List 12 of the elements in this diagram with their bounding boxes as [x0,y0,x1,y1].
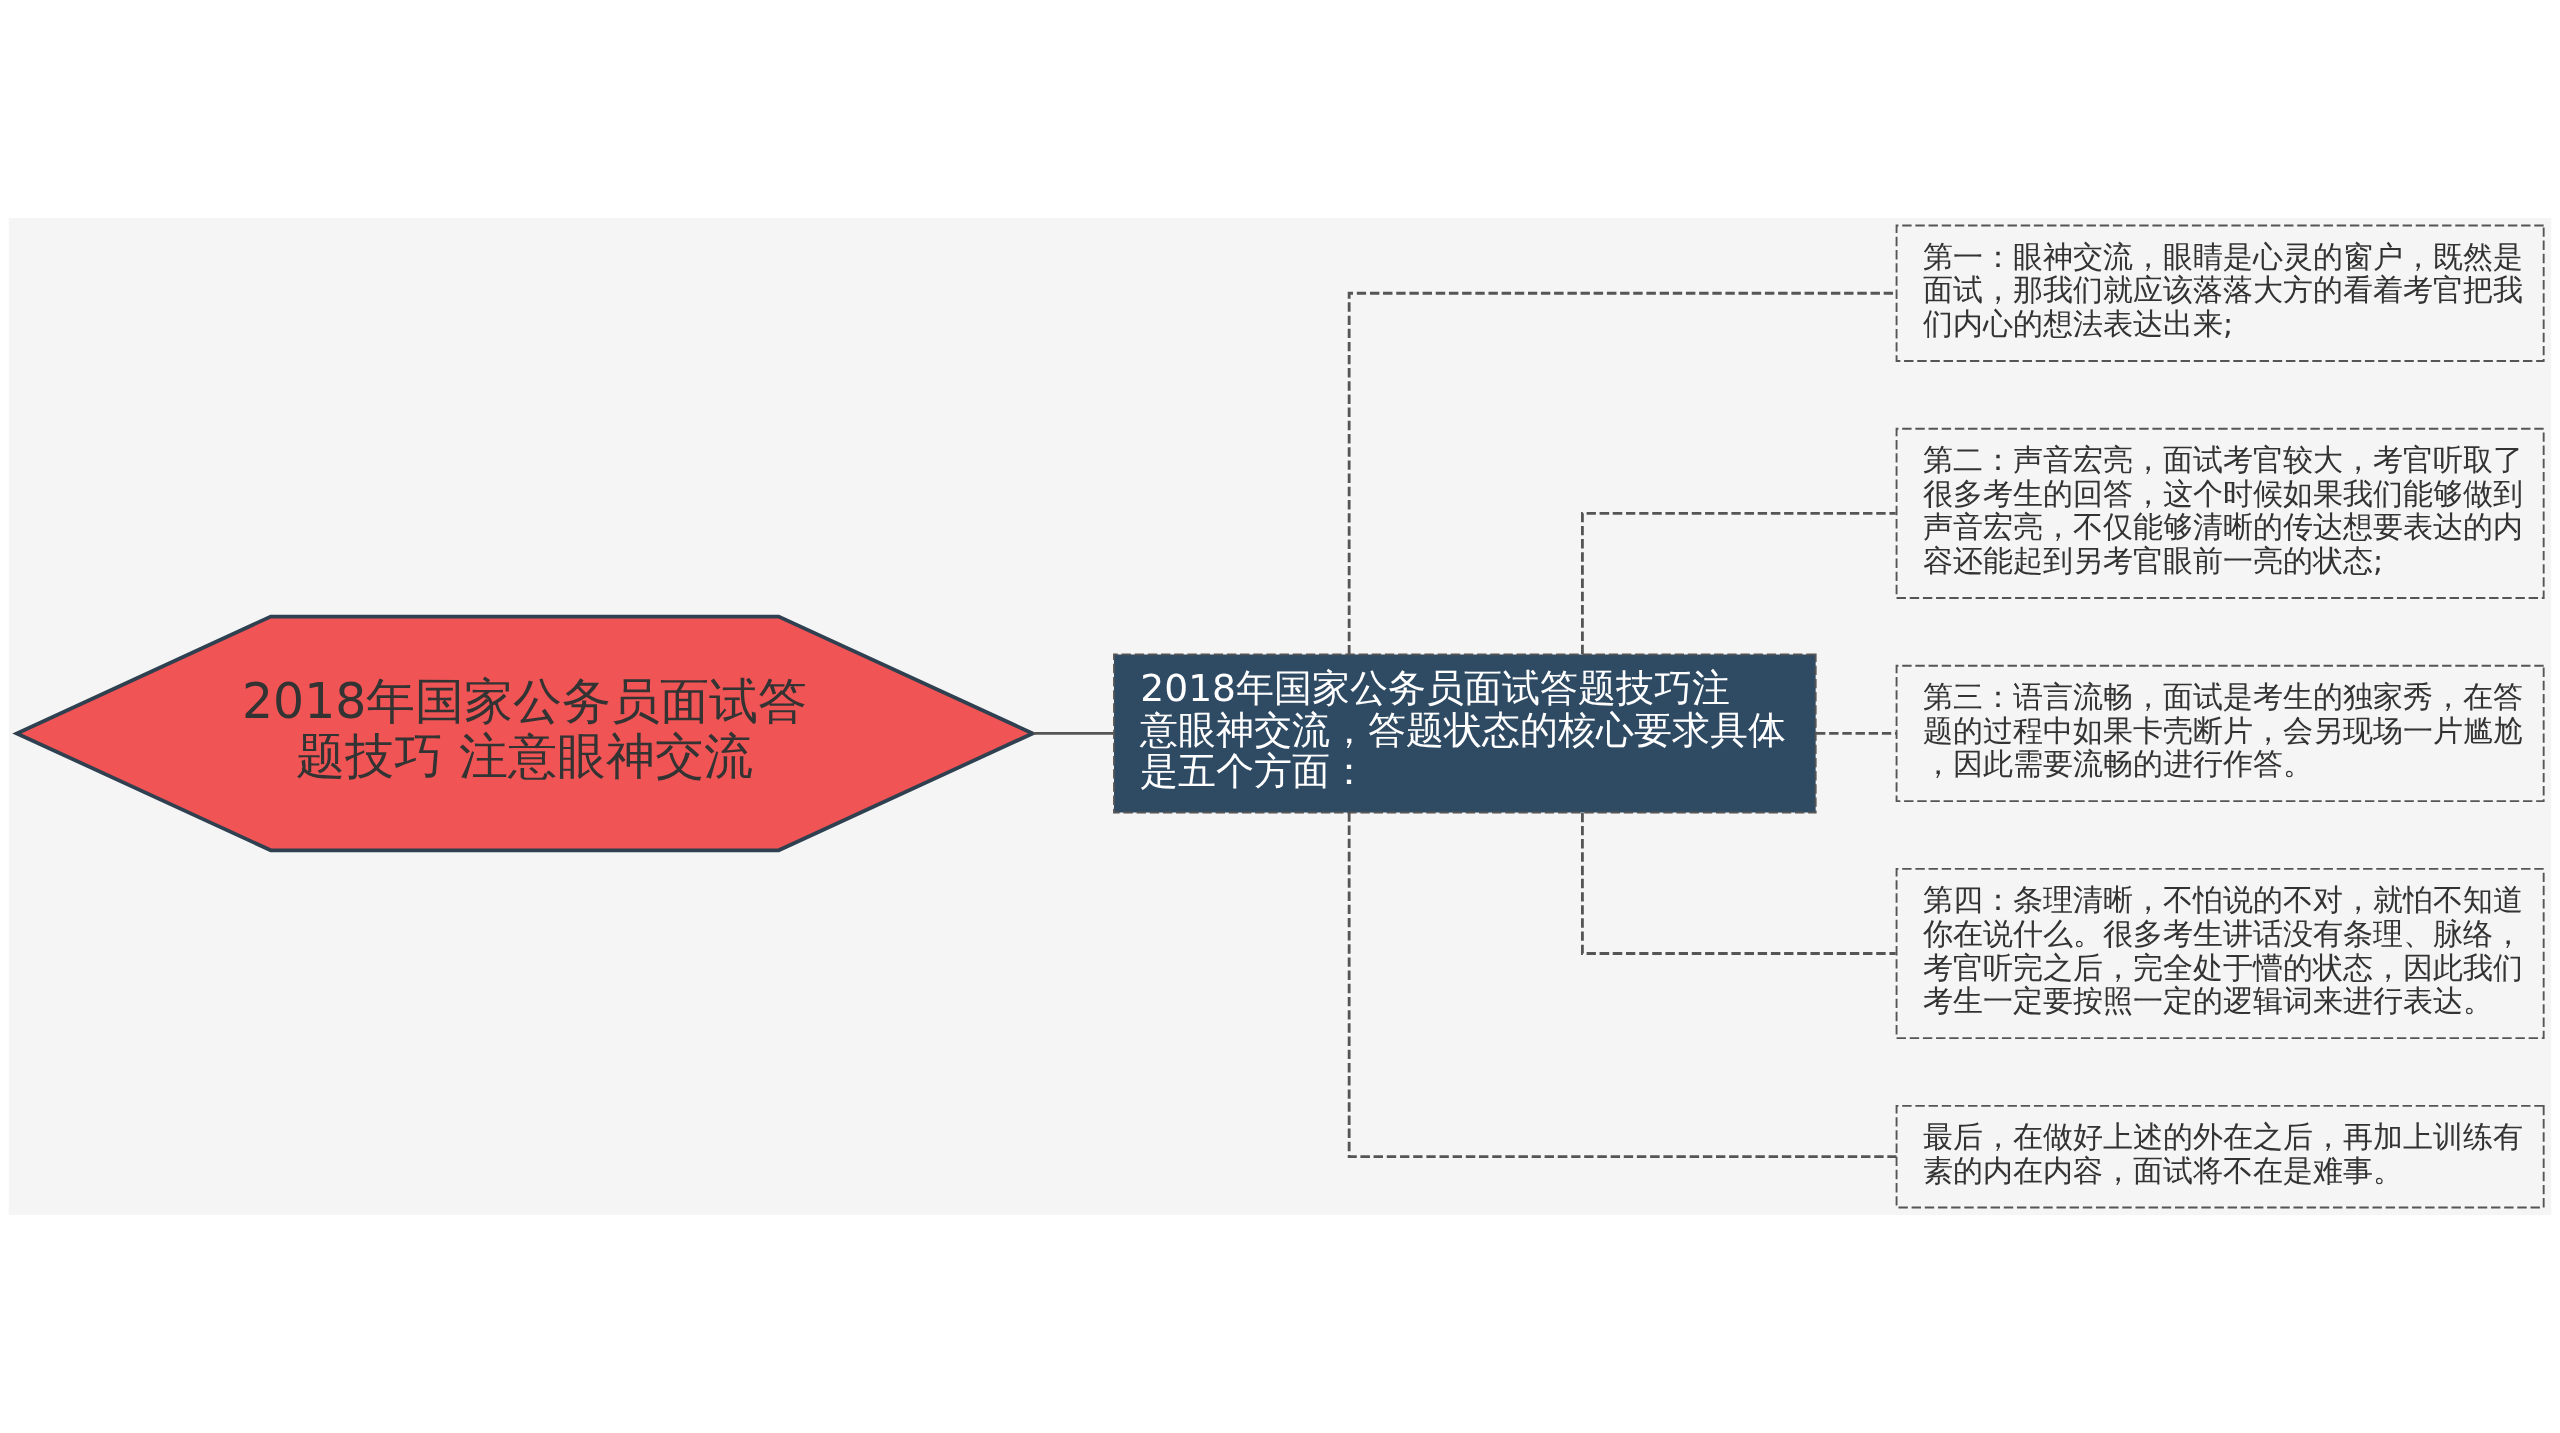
connector [1581,812,1896,955]
node-box: 第三：语言流畅，面试是考生的独家秀，在答题的过程中如果卡壳断片，会另现场一片尴尬，因此需要流畅的进行作答。 [1895,664,2545,803]
connector [1033,732,1114,735]
node-box: 最后，在做好上述的外在之后，再加上训练有素的内在内容，面试将不在是难事。 [1895,1104,2545,1209]
node-box: 第二：声音宏亮，面试考官较大，考官听取了很多考生的回答，这个时候如果我们能够做到声音宏亮，不仅能够清晰的传达想要表达的内容还能起到另考官眼前一亮的状态; [1895,427,2545,599]
node-box: 2018年国家公务员面试答题技巧注意眼神交流，答题状态的核心要求具体是五个方面： [1113,653,1817,814]
node-box: 第四：条理清晰，不怕说的不对，就怕不知道你在说什么。很多考生讲话没有条理、脉络，考官听完之后，完全处于懵的状态，因此我们考生一定要按照一定的逻辑词来进行表达。 [1895,867,2545,1040]
connector [1347,812,1897,1159]
node-box: 第一：眼神交流，眼睛是心灵的窗户，既然是面试，那我们就应该落落大方的看着考官把我们内心的想法表达出来; [1895,224,2545,362]
connector [1815,732,1897,735]
connector [1347,291,1897,655]
connector [1581,511,1896,654]
